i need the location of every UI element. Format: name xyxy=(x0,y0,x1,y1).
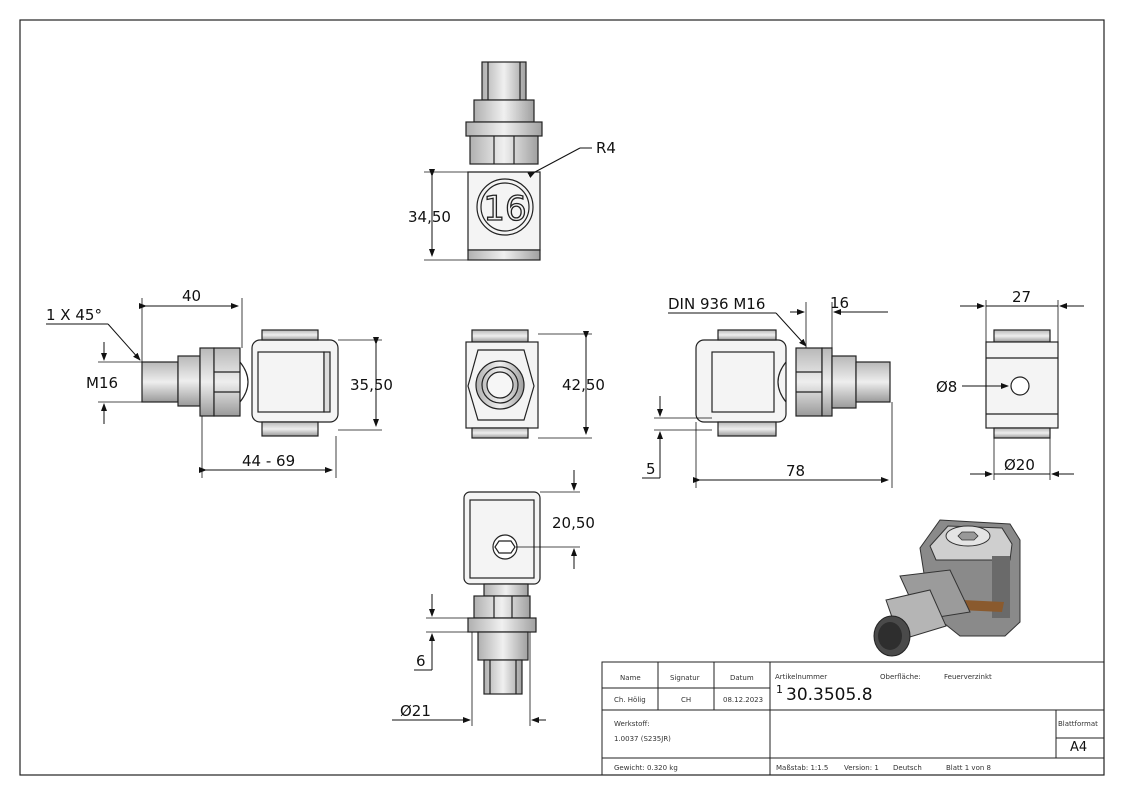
value-gewicht: Gewicht: 0.320 kg xyxy=(614,764,678,772)
bottom-view xyxy=(463,491,541,695)
dim-nut-16: 16 xyxy=(830,294,849,312)
dim-width-27: 27 xyxy=(1012,288,1031,306)
value-sprache: Deutsch xyxy=(893,764,922,772)
dim-height-2050: 20,50 xyxy=(552,514,595,532)
dim-dia-8: Ø8 xyxy=(936,378,957,396)
dim-height-4250: 42,50 xyxy=(562,376,605,394)
label-artikelnummer: Artikelnummer xyxy=(775,673,828,681)
value-blattformat: A4 xyxy=(1070,740,1088,755)
value-version: Version: 1 xyxy=(844,764,879,772)
value-massstab: Maßstab: 1:1.5 xyxy=(776,764,829,772)
label-werkstoff: Werkstoff: xyxy=(614,720,650,728)
dim-height-3550: 35,50 xyxy=(350,376,393,394)
dim-chamfer: 1 X 45° xyxy=(46,306,102,324)
label-datum: Datum xyxy=(730,674,754,682)
dim-nut-spec: DIN 936 M16 xyxy=(668,295,765,313)
value-werkstoff: 1.0037 (S235JR) xyxy=(614,735,671,743)
value-signatur: CH xyxy=(681,696,692,704)
artikel-prefix: 1 xyxy=(776,683,783,696)
title-block-grid xyxy=(601,661,1105,776)
dim-thickness-5: 5 xyxy=(646,460,656,478)
dim-range: 44 - 69 xyxy=(242,452,295,470)
dim-dia-20: Ø20 xyxy=(1004,456,1035,474)
right-view xyxy=(695,329,891,437)
value-blatt: Blatt 1 von 8 xyxy=(946,764,991,772)
dim-width-40: 40 xyxy=(182,287,201,305)
label-signatur: Signatur xyxy=(670,674,700,682)
size-badge: 16 xyxy=(483,189,526,229)
sheet-border xyxy=(19,19,1105,776)
dim-radius: R4 xyxy=(596,139,616,157)
dim-dia-21: Ø21 xyxy=(400,702,431,720)
dim-length-78: 78 xyxy=(786,462,805,480)
top-view xyxy=(465,61,543,261)
label-name: Name xyxy=(620,674,641,682)
isometric-render xyxy=(873,519,1021,657)
value-datum: 08.12.2023 xyxy=(723,696,764,704)
side-view xyxy=(985,329,1059,439)
dim-height-3450: 34,50 xyxy=(408,208,451,226)
dim-thickness-6: 6 xyxy=(416,652,426,670)
front-view xyxy=(465,329,539,439)
label-oberflaeche: Oberfläche: xyxy=(880,673,921,681)
label-blattformat: Blattformat xyxy=(1058,720,1098,728)
value-name: Ch. Hölig xyxy=(614,696,646,704)
dim-thread: M16 xyxy=(86,374,118,392)
left-view xyxy=(141,329,339,437)
value-artikelnummer: 30.3505.8 xyxy=(786,685,873,705)
value-oberflaeche: Feuerverzinkt xyxy=(944,673,992,681)
